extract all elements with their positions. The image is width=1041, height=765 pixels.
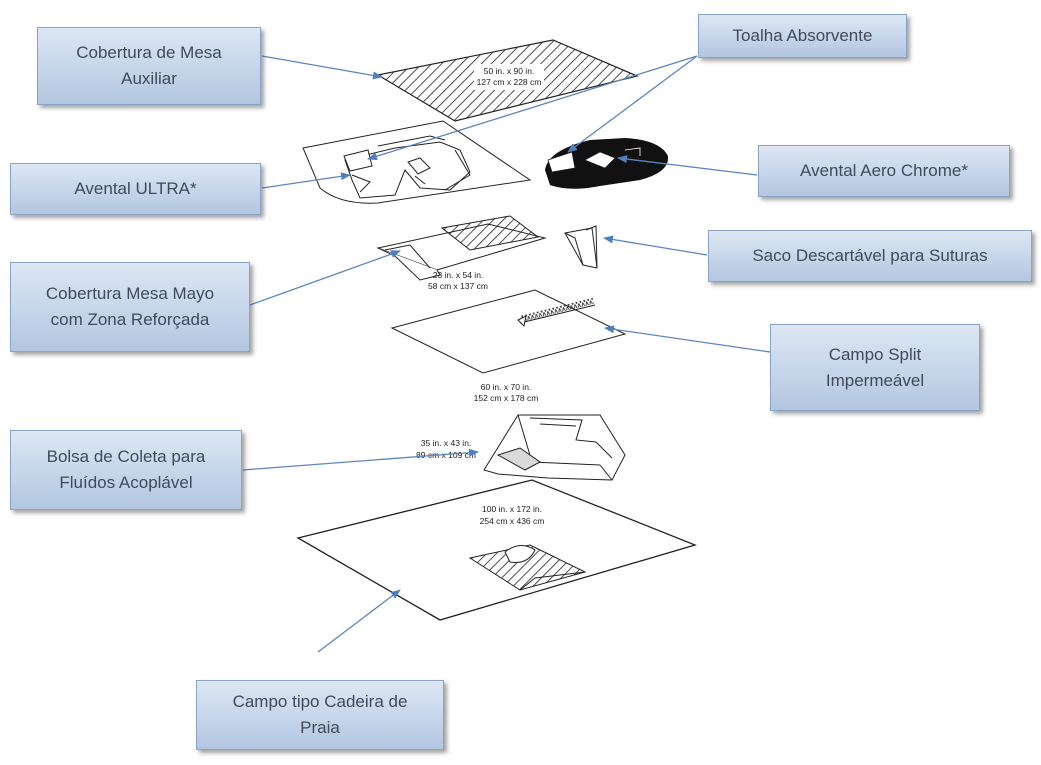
callout-line: Cobertura Mesa Mayo: [45, 284, 215, 303]
callout-line: Toalha Absorvente: [732, 26, 873, 45]
callout-line: Campo tipo Cadeira de: [232, 692, 408, 711]
arrow-bolsa-coleta: [242, 448, 479, 471]
callout-line: Auxiliar: [121, 69, 177, 88]
callout-line: Campo Split: [828, 344, 922, 364]
campo-cadeira-praia-illustration: 100 in. x 172 in. 254 cm x 436 cm: [296, 479, 697, 621]
arrow-mesa-mayo: [249, 250, 401, 306]
callout-avental-ultra: Avental ULTRA*: [10, 163, 261, 215]
mesa-auxiliar-dim-cm: 127 cm x 228 cm: [477, 77, 542, 87]
callout-bolsa-coleta: Bolsa de Coleta para Fluídos Acoplável: [10, 430, 242, 510]
arrow-mesa-auxiliar: [261, 55, 383, 80]
mesa-mayo-illustration: 23 in. x 54 in. 58 cm x 137 cm: [376, 215, 547, 291]
callout-campo-split: Campo Split Impermeável: [770, 324, 980, 411]
bolsa-coleta-illustration: 35 in. x 43 in. 89 cm x 109 cm: [416, 414, 626, 481]
callout-line: Avental Aero Chrome*: [800, 161, 968, 180]
avental-ultra-illustration: [302, 120, 532, 204]
mesa-auxiliar-illustration: 50 in. x 90 in. 127 cm x 228 cm: [376, 39, 639, 122]
cadeira-praia-dim-cm: 254 cm x 436 cm: [480, 516, 545, 526]
callout-saco-descartavel: Saco Descartável para Suturas: [708, 230, 1032, 282]
callout-line: Cobertura de Mesa: [76, 43, 222, 62]
callout-line: Bolsa de Coleta para: [46, 447, 206, 466]
callout-campo-cadeira-praia: Campo tipo Cadeira de Praia: [196, 680, 444, 750]
callout-cobertura-mesa-mayo: Cobertura Mesa Mayo com Zona Reforçada: [10, 262, 250, 352]
callout-line: Impermeável: [825, 370, 925, 390]
mesa-auxiliar-dim-in: 50 in. x 90 in.: [484, 66, 535, 76]
callout-toalha-absorvente: Toalha Absorvente: [698, 14, 907, 58]
callout-line: Avental ULTRA*: [74, 179, 197, 198]
mesa-mayo-dim-in: 23 in. x 54 in.: [433, 270, 484, 280]
arrow-campo-split: [604, 325, 771, 353]
saco-suturas-illustration: [564, 225, 598, 269]
callout-line: com Zona Reforçada: [50, 310, 210, 329]
leader-arrows: [242, 55, 771, 653]
arrow-saco-suturas: [603, 235, 708, 256]
campo-split-dim-in: 60 in. x 70 in.: [481, 382, 532, 392]
arrow-toalha-ultra: [367, 55, 698, 161]
arrow-avental-ultra: [261, 172, 351, 189]
callout-line: Saco Descartável para Suturas: [752, 246, 988, 265]
campo-split-dim-cm: 152 cm x 178 cm: [474, 393, 539, 403]
arrow-cadeira-praia: [317, 589, 401, 653]
mesa-mayo-dim-cm: 58 cm x 137 cm: [428, 281, 488, 291]
avental-aero-chrome-illustration: [545, 138, 669, 189]
arrow-toalha-aero: [567, 55, 698, 153]
callout-line: Praia: [300, 718, 340, 737]
callout-avental-aero-chrome: Avental Aero Chrome*: [758, 145, 1010, 197]
campo-split-illustration: 60 in. x 70 in. 152 cm x 178 cm: [390, 289, 627, 403]
callout-cobertura-mesa-auxiliar: Cobertura de Mesa Auxiliar: [37, 27, 261, 105]
callout-line: Fluídos Acoplável: [59, 473, 193, 492]
bolsa-dim-in: 35 in. x 43 in.: [421, 438, 472, 448]
cadeira-praia-dim-in: 100 in. x 172 in.: [482, 504, 542, 514]
arrow-aero-chrome: [617, 155, 758, 176]
